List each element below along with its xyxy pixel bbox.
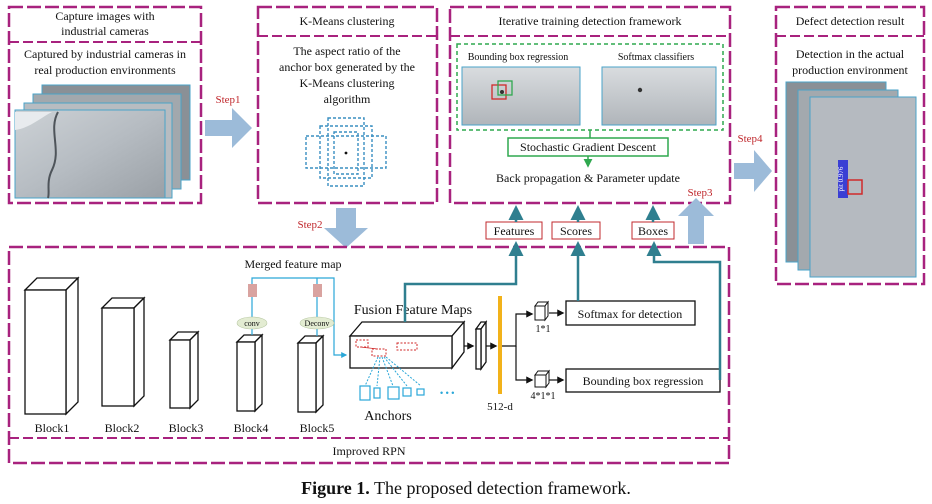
detection-box <box>847 179 863 195</box>
softmax-sample-image <box>601 66 717 126</box>
capture-desc-2: real production environments <box>34 63 176 77</box>
step4-arrow: Step4 <box>734 133 772 192</box>
kmeans-desc-3: K-Means clustering <box>300 76 395 90</box>
deconv-map <box>313 284 322 297</box>
anchor-clusters <box>305 117 387 187</box>
kmeans-title: K-Means clustering <box>300 14 395 28</box>
deconv-label: Deconv <box>305 319 330 328</box>
block3-label: Block3 <box>169 421 204 435</box>
step1-label: Step1 <box>215 94 240 106</box>
block4 <box>235 333 264 413</box>
kernel-4x1x1-label: 4*1*1 <box>531 391 556 402</box>
reg-kernel <box>534 369 550 389</box>
step2-arrow: Step2 <box>297 208 368 248</box>
outputs: Features Scores Boxes <box>485 221 675 240</box>
rpn-title: Improved RPN <box>333 444 406 458</box>
deconv-node <box>299 316 335 330</box>
capture-title-2: industrial cameras <box>61 24 149 38</box>
teal-flows <box>403 205 722 380</box>
bbox-regression-label: Bounding box regression <box>468 52 569 63</box>
fusion-label: Fusion Feature Maps <box>354 303 472 318</box>
caption-bold: Figure 1. <box>301 478 370 498</box>
scores-box <box>551 221 601 240</box>
step3-arrow: Step3 <box>678 187 714 244</box>
bbox-sample-image <box>461 66 581 126</box>
capture-desc-1: Captured by industrial cameras in <box>24 47 186 61</box>
block2-label: Block2 <box>105 421 140 435</box>
kmeans-panel: K-Means clustering The aspect ratio of t… <box>256 5 439 205</box>
anchors-label: Anchors <box>364 409 411 424</box>
bbox-regression-rpn-label: Bounding box regression <box>583 374 704 388</box>
features-label: Features <box>494 224 535 238</box>
kmeans-desc-4: algorithm <box>324 92 371 106</box>
result-desc-1: Detection in the actual <box>796 47 905 61</box>
anchor-boxes <box>359 385 425 401</box>
conv-label: conv <box>244 319 260 328</box>
backprop-label: Back propagation & Parameter update <box>496 171 680 185</box>
kernel-1x1-label: 1*1 <box>536 324 551 335</box>
block2 <box>100 296 146 408</box>
step4-label: Step4 <box>737 133 763 145</box>
block5 <box>296 334 325 414</box>
anchor-dots: • • • <box>440 388 454 398</box>
kmeans-desc-1: The aspect ratio of the <box>293 44 400 58</box>
softmax-classifiers-label: Softmax classifiers <box>618 52 694 63</box>
block4-label: Block4 <box>234 421 269 435</box>
bbox-regression-box <box>565 368 721 393</box>
block5-label: Block5 <box>300 421 335 435</box>
figure-caption: Figure 1. The proposed detection framewo… <box>301 478 631 498</box>
merged-feature-label: Merged feature map <box>244 257 341 271</box>
step2-label: Step2 <box>297 219 322 231</box>
result-panel: Defect detection result Detection in the… <box>774 5 926 286</box>
result-desc-2: production environment <box>792 63 908 77</box>
capture-title-1: Capture images with <box>55 9 154 23</box>
result-image <box>809 96 917 278</box>
kmeans-desc-2: anchor box generated by the <box>279 60 415 74</box>
boxes-label: Boxes <box>638 224 668 238</box>
capture-image <box>14 109 166 199</box>
capture-panel: Capture images with industrial cameras C… <box>7 5 203 205</box>
training-panel: Iterative training detection framework B… <box>448 5 732 205</box>
softmax-detection-box <box>565 300 696 326</box>
features-box <box>485 221 543 240</box>
fusion-cuboid <box>348 320 466 370</box>
block1 <box>23 276 80 416</box>
softmax-detection-label: Softmax for detection <box>578 307 683 321</box>
sgd-label: Stochastic Gradient Descent <box>520 140 657 154</box>
step1-arrow: Step1 <box>205 94 252 148</box>
result-title: Defect detection result <box>796 14 905 28</box>
feature-vector-512 <box>498 296 502 394</box>
backbone-blocks <box>23 276 325 416</box>
detection-tag <box>838 160 848 198</box>
training-title: Iterative training detection framework <box>499 14 682 28</box>
block1-label: Block1 <box>35 421 70 435</box>
conv-node <box>236 316 268 330</box>
intermediate-layer <box>474 319 488 372</box>
caption-text: The proposed detection framework. <box>370 478 631 498</box>
step3-label: Step3 <box>687 187 713 199</box>
rpn-panel: Improved RPN <box>7 245 731 465</box>
scores-label: Scores <box>560 224 592 238</box>
block3 <box>168 330 200 410</box>
cls-kernel <box>534 300 549 322</box>
anchor-lines <box>364 356 422 387</box>
detection-tag-text: pit 0.976 <box>837 166 845 191</box>
dim-label: 512-d <box>487 401 513 413</box>
conv-map <box>248 284 257 297</box>
